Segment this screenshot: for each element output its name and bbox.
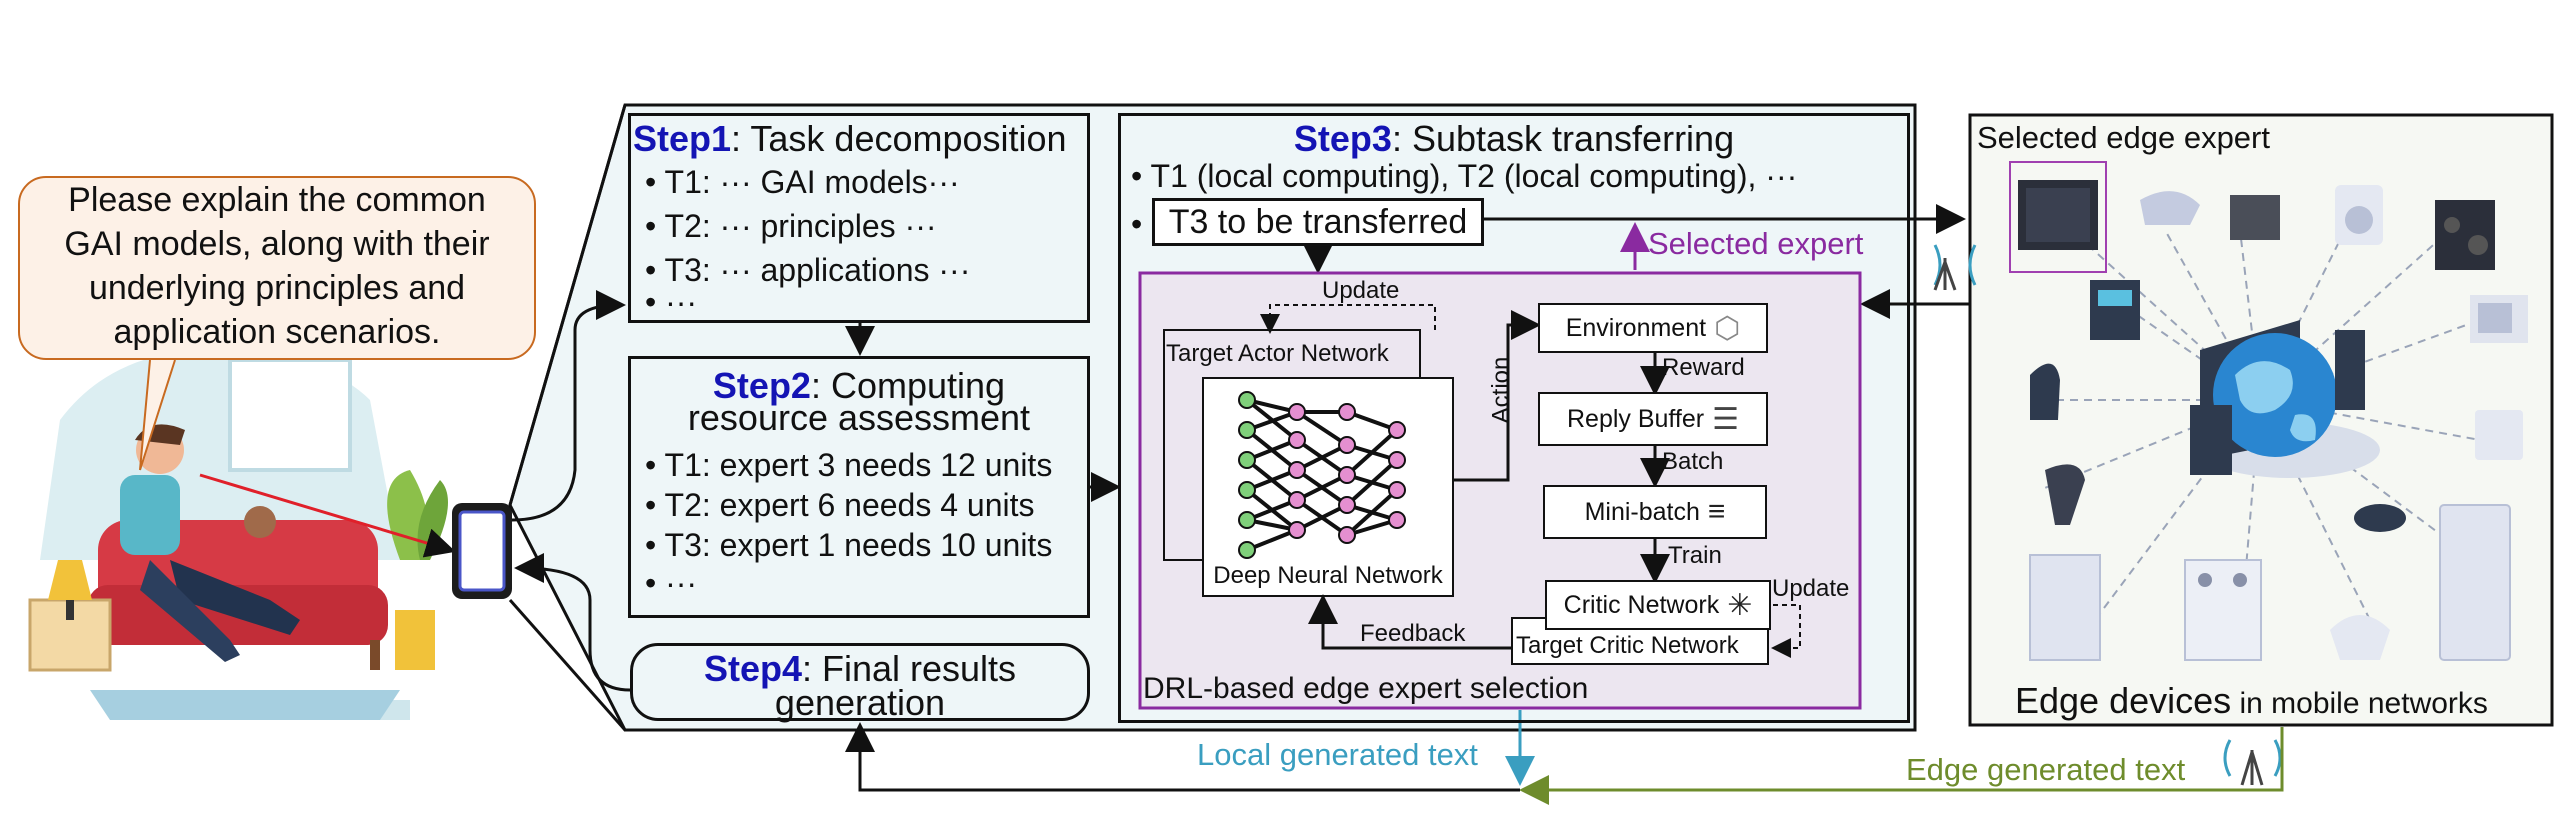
- step3-title-text: : Subtask transferring: [1391, 118, 1735, 159]
- step2-label: Step2: [712, 365, 811, 406]
- step1-item-2: • T2: ··· principles ···: [645, 208, 937, 244]
- selected-edge-expert-label: Selected edge expert: [1977, 120, 2270, 155]
- step1-title-text: : Task decomposition: [731, 118, 1067, 159]
- step2-item-3: • T3: expert 1 needs 10 units: [645, 527, 1053, 563]
- train-label: Train: [1668, 542, 1722, 569]
- step4-box: Step4: Final results generation: [630, 643, 1090, 723]
- edge-devices-illustration: [2018, 180, 2528, 661]
- edge-devices-label: Edge devices in mobile networks: [2015, 680, 2488, 722]
- critic-network-node: Critic Network ✳: [1545, 580, 1771, 630]
- target-actor-label: Target Actor Network: [1166, 340, 1389, 367]
- feedback-label: Feedback: [1360, 620, 1466, 647]
- step4-title-line2: generation: [774, 682, 946, 723]
- step2-title-line2: resource assessment: [687, 397, 1031, 438]
- step3-label: Step3: [1293, 118, 1392, 159]
- network-icon: ✳: [1727, 588, 1753, 622]
- update-top-label: Update: [1322, 277, 1400, 304]
- step2-item-2-text: T2: expert 6 needs 4 units: [664, 487, 1035, 523]
- stack-icon: ☰: [1712, 402, 1739, 436]
- update-right-label: Update: [1772, 575, 1850, 602]
- step4-title-line1: Step4: Final results: [633, 648, 1087, 690]
- step2-item-2: • T2: expert 6 needs 4 units: [645, 487, 1035, 523]
- step3-line-1-text: T1 (local computing), T2 (local computin…: [1150, 158, 1798, 194]
- step3-bullet: •: [1131, 206, 1143, 242]
- step2-title-text: : Computing: [810, 365, 1006, 406]
- query-line-4: application scenarios.: [113, 313, 441, 351]
- step4-label: Step4: [703, 648, 802, 689]
- reply-buffer-node: Reply Buffer ☰: [1538, 392, 1768, 446]
- step1-title: Step1: Task decomposition: [633, 118, 1067, 160]
- antenna-icon-top: [1933, 244, 1977, 291]
- speech-bubble-tail: [139, 359, 176, 471]
- step1-item-4: • ···: [645, 284, 698, 320]
- reward-label: Reward: [1662, 354, 1745, 381]
- smartphone-icon: [452, 503, 512, 599]
- reply-buffer-label: Reply Buffer: [1566, 404, 1705, 433]
- step3-line-1: • T1 (local computing), T2 (local comput…: [1131, 158, 1798, 194]
- step1-item-2-text: T2: ··· principles ···: [664, 208, 937, 244]
- deep-nn-label: Deep Neural Network: [1213, 562, 1443, 589]
- query-line-2: GAI models, along with their: [64, 225, 490, 263]
- step2-item-1: • T1: expert 3 needs 12 units: [645, 447, 1053, 483]
- antenna-icon-bottom: [2223, 739, 2282, 786]
- cube-icon: ⬡: [1714, 311, 1741, 345]
- step2-title-line1: Step2: Computing: [631, 365, 1087, 407]
- selected-expert-label: Selected expert: [1648, 226, 1864, 261]
- step2-item-3-text: T3: expert 1 needs 10 units: [664, 527, 1053, 563]
- query-line-1: Please explain the common: [68, 181, 486, 219]
- layers-icon: ≡: [1707, 495, 1726, 528]
- target-critic-label: Target Critic Network: [1516, 632, 1739, 659]
- action-label: Action: [1487, 356, 1515, 424]
- step1-item-3: • T3: ··· applications ···: [645, 252, 971, 288]
- environment-label: Environment: [1565, 313, 1707, 342]
- step2-box: Step2: Computing resource assessment • T…: [628, 356, 1090, 618]
- step1-item-3-text: T3: ··· applications ···: [664, 252, 971, 288]
- drl-panel-label: DRL-based edge expert selection: [1143, 672, 1589, 705]
- batch-label: Batch: [1662, 448, 1724, 475]
- step1-label: Step1: [633, 118, 732, 159]
- step2-item-4-text: ···: [665, 565, 698, 601]
- mini-batch-node: Mini-batch ≡: [1543, 485, 1767, 539]
- user-query-bubble: Please explain the common GAI models, al…: [18, 176, 536, 360]
- step3-title: Step3: Subtask transferring: [1121, 118, 1907, 160]
- step4-title-text: : Final results: [801, 648, 1017, 689]
- environment-node: Environment ⬡: [1538, 303, 1768, 353]
- local-generated-text-label: Local generated text: [1197, 737, 1478, 772]
- edge-devices-main: Edge devices: [2015, 680, 2232, 721]
- step3-box: Step3: Subtask transferring • T1 (local …: [1118, 113, 1910, 723]
- query-line-3: underlying principles and: [88, 269, 466, 307]
- step1-item-4-text: ···: [665, 284, 698, 320]
- edge-generated-text-label: Edge generated text: [1906, 752, 2186, 787]
- mini-batch-label: Mini-batch: [1584, 497, 1700, 526]
- step2-item-1-text: T1: expert 3 needs 12 units: [664, 447, 1053, 483]
- step1-box: Step1: Task decomposition • T1: ··· GAI …: [628, 113, 1090, 323]
- room-illustration: [28, 350, 448, 720]
- t3-transfer-box: T3 to be transferred: [1152, 198, 1484, 246]
- step1-item-1: • T1: ··· GAI models···: [645, 164, 960, 200]
- step2-item-4: • ···: [645, 565, 698, 601]
- critic-network-label: Critic Network: [1563, 590, 1720, 619]
- step1-item-1-text: T1: ··· GAI models···: [664, 164, 960, 200]
- edge-devices-rest: in mobile networks: [2231, 687, 2488, 720]
